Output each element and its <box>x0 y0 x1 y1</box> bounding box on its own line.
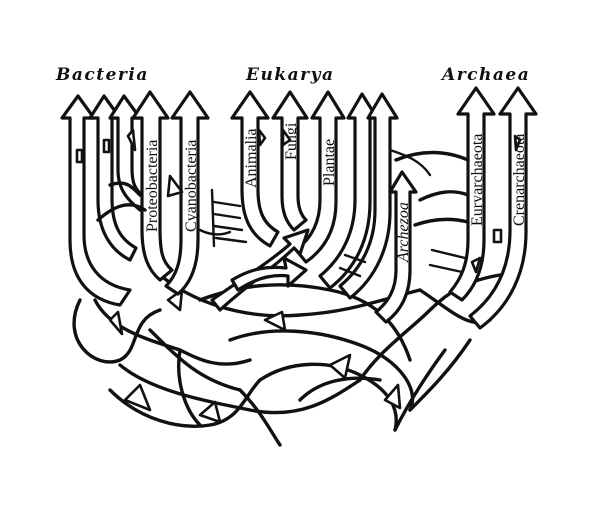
branch-label-animalia: Animalia <box>243 128 260 188</box>
eukarya-branch-5 <box>338 92 399 300</box>
domain-label-bacteria: Bacteria <box>55 65 149 85</box>
cyanobacteria-branch <box>164 90 210 296</box>
branch-label-archezoa: Archezoa <box>395 202 412 263</box>
bacteria-group <box>60 90 232 307</box>
archaea-group <box>394 86 538 330</box>
plantae-branch <box>294 90 346 264</box>
crenarchaeota-branch <box>468 86 538 330</box>
domain-label-archaea: Archaea <box>440 65 530 85</box>
eukarya-branch-4 <box>318 92 379 290</box>
branch-label-plantae: Plantae <box>321 139 338 186</box>
archezoa-branch <box>374 170 418 324</box>
archezoa-group <box>374 148 432 324</box>
eukarya-group <box>210 90 399 312</box>
domain-label-eukarya: Eukarya <box>245 65 334 85</box>
bacteria-branch-1 <box>60 94 132 307</box>
euryarchaeota-branch <box>448 86 496 302</box>
branch-label-euryarchaeota: Euryarchaeota <box>469 134 486 226</box>
eukarya-arrow-2 <box>230 256 308 292</box>
root-network <box>72 273 502 447</box>
branch-label-proteobacteria: Proteobacteria <box>144 140 161 232</box>
fungi-branch <box>271 90 309 232</box>
branch-label-crenarchaeota: Crenarchaeota <box>511 134 528 226</box>
branch-label-cyanobacteria: Cyanobacteria <box>183 140 200 232</box>
branch-label-fungi: Fungi <box>283 122 300 160</box>
proteobacteria-branch <box>131 90 174 282</box>
animalia-branch <box>230 90 280 248</box>
